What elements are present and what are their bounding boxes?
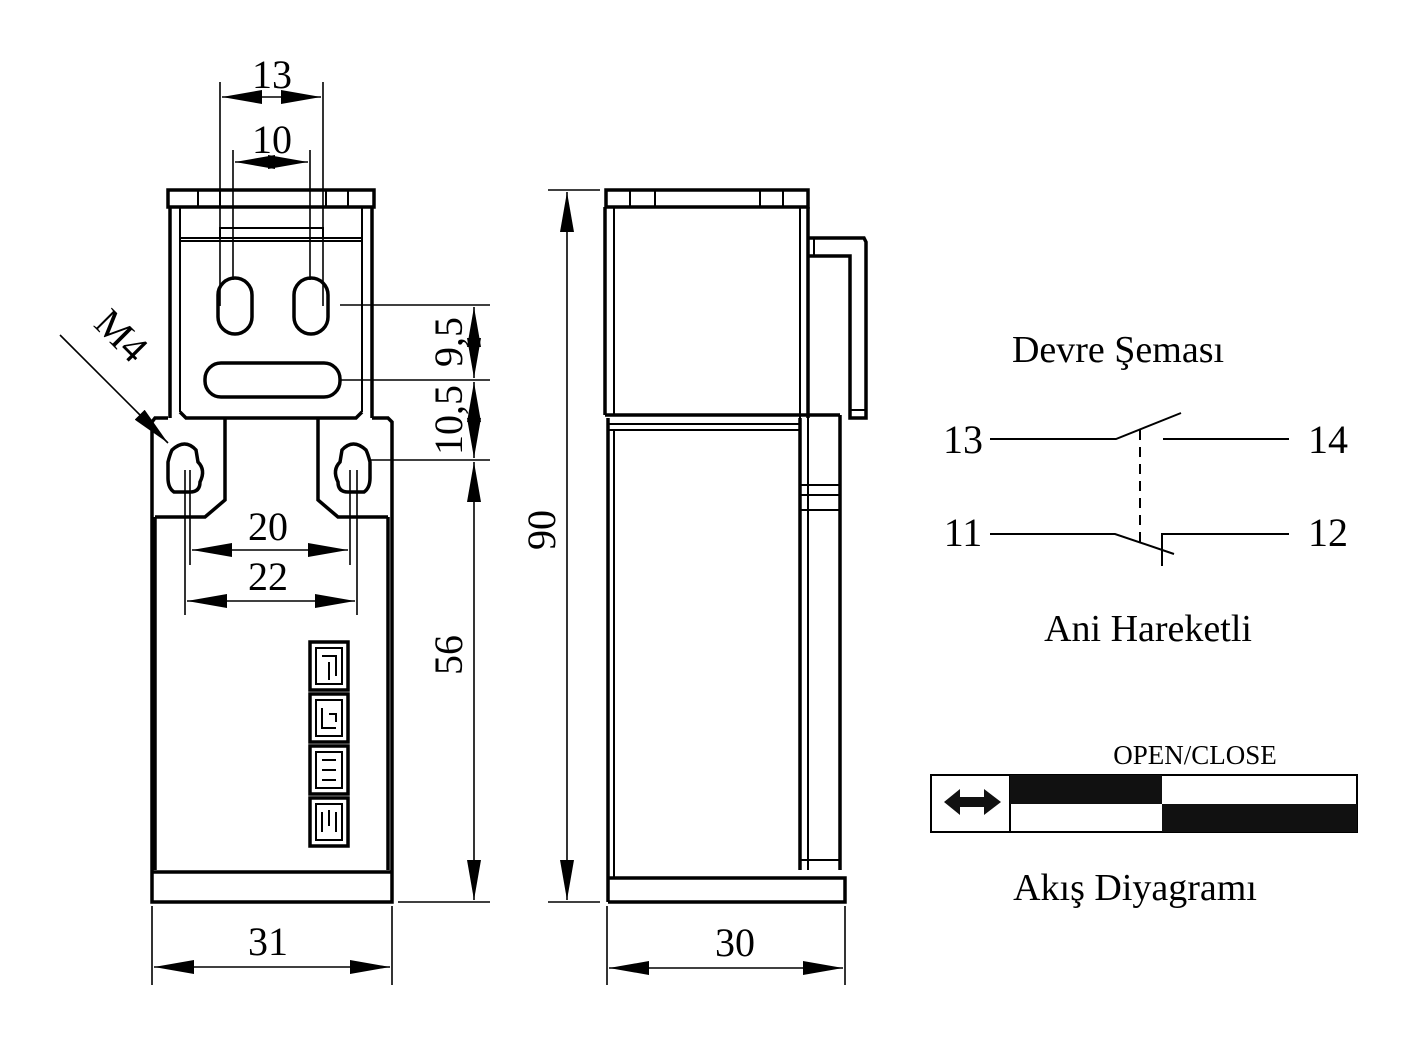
dim-20: 20 <box>248 504 288 549</box>
terminal-13: 13 <box>943 417 983 462</box>
actuator <box>808 236 868 420</box>
dim-9-5: 9,5 <box>426 317 471 367</box>
switch-head <box>166 188 376 420</box>
dim-10-5: 10,5 <box>426 385 471 455</box>
dim-10: 10 <box>252 117 292 162</box>
dim-56: 56 <box>426 635 471 675</box>
dim-30: 30 <box>715 920 755 965</box>
flow-caption: Akış Diyagramı <box>1013 867 1257 909</box>
side-view: 90 30 <box>519 188 868 985</box>
mounting-hole-left <box>166 442 205 494</box>
dim-31: 31 <box>248 919 288 964</box>
flow-header: OPEN/CLOSE <box>1113 740 1277 770</box>
circuit-title: Devre Şeması <box>1012 329 1224 371</box>
flow-diagram: OPEN/CLOSE Akış Diyagramı <box>930 740 1358 909</box>
terminal-12: 12 <box>1308 510 1348 555</box>
dim-22: 22 <box>248 554 288 599</box>
mounting-hole-right <box>333 442 372 494</box>
dim-13: 13 <box>252 52 292 97</box>
circuit-diagram: Devre Şeması 13 14 11 12 Ani Hareketli <box>943 329 1348 650</box>
terminal-14: 14 <box>1308 417 1348 462</box>
dim-90: 90 <box>519 510 564 550</box>
terminal-11: 11 <box>944 510 983 555</box>
thread-label-m4: M4 <box>86 300 157 371</box>
circuit-caption: Ani Hareketli <box>1044 608 1252 650</box>
front-dimensions: 13 10 9,5 10,5 56 20 22 <box>59 52 490 985</box>
emas-logo <box>308 640 350 848</box>
switch-body <box>150 416 394 904</box>
front-view: 13 10 9,5 10,5 56 20 22 <box>59 52 490 985</box>
double-arrow-icon <box>944 789 1001 815</box>
